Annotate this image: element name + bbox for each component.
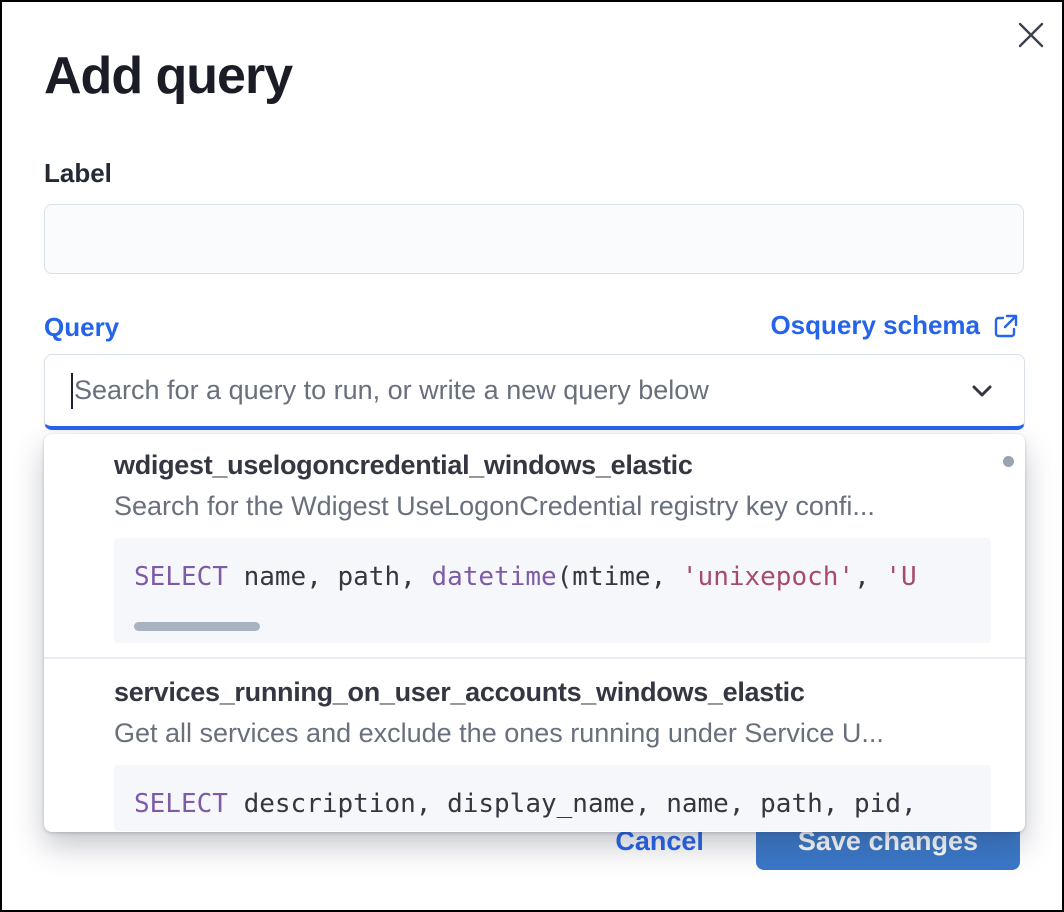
chevron-down-icon (966, 375, 998, 407)
close-button[interactable] (1010, 14, 1052, 56)
query-field-label: Query (44, 312, 120, 342)
query-search-input[interactable] (74, 375, 952, 406)
query-suggestions-popover: wdigest_uselogoncredential_windows_elast… (44, 434, 1025, 832)
label-field-label: Label (44, 158, 112, 188)
option-description: Search for the Wdigest UseLogonCredentia… (114, 491, 875, 521)
text-cursor (71, 372, 73, 409)
osquery-schema-link-label: Osquery schema (770, 310, 980, 340)
label-input[interactable] (44, 204, 1024, 274)
option-sql: SELECT description, display_name, name, … (134, 789, 917, 819)
option-title: wdigest_uselogoncredential_windows_elast… (114, 450, 693, 480)
vertical-scrollbar-thumb[interactable] (1003, 456, 1014, 467)
query-option[interactable]: wdigest_uselogoncredential_windows_elast… (44, 434, 1025, 657)
option-description: Get all services and exclude the ones ru… (114, 718, 884, 748)
option-sql-preview: SELECT name, path, datetime(mtime, 'unix… (114, 538, 991, 643)
option-title: services_running_on_user_accounts_window… (114, 677, 805, 707)
query-options-list: wdigest_uselogoncredential_windows_elast… (44, 434, 1025, 832)
horizontal-scrollbar-thumb[interactable] (134, 622, 260, 631)
osquery-schema-link[interactable]: Osquery schema (770, 310, 1020, 341)
close-icon (1016, 20, 1046, 50)
modal-title: Add query (44, 47, 293, 105)
query-option[interactable]: services_running_on_user_accounts_window… (44, 657, 1025, 832)
option-sql-preview: SELECT description, display_name, name, … (114, 765, 991, 831)
combobox-toggle[interactable] (952, 375, 998, 407)
option-sql: SELECT name, path, datetime(mtime, 'unix… (134, 562, 917, 592)
external-link-icon (992, 312, 1020, 340)
query-combobox[interactable] (44, 354, 1025, 430)
